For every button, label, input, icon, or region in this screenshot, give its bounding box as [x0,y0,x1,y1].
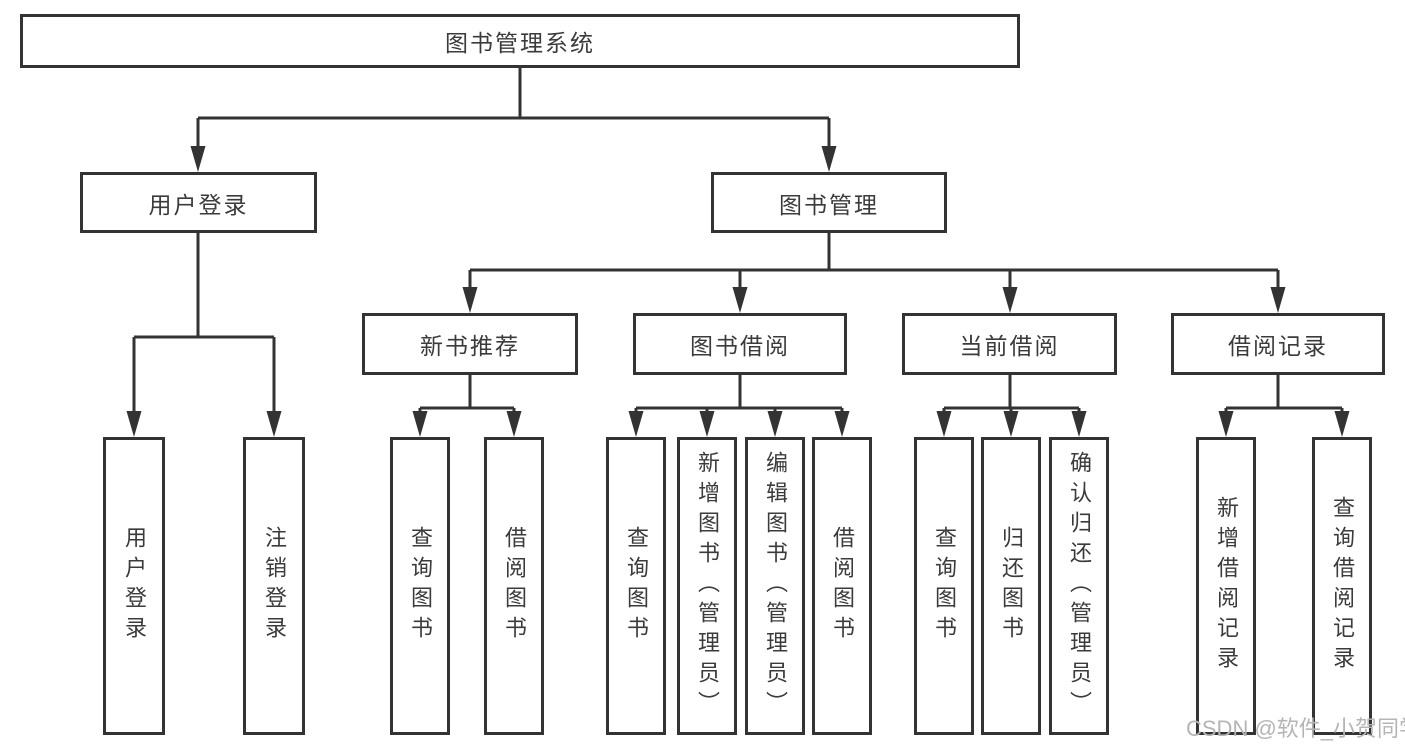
connector-root-to-level2 [196,68,831,150]
node-borrow-records: 借阅记录 [1171,313,1385,375]
connector-book-borrow-to-leaves [634,375,844,415]
arrowhead-icon [628,411,644,437]
leaf-records-add-record: 新增借阅记录 [1196,437,1256,735]
connector-borrow-records-to-leaves [1224,375,1344,415]
node-book-borrowing: 图书借阅 [633,313,847,375]
connector-user-login-to-leaves [132,233,276,415]
arrowhead-icon [1218,411,1234,437]
connector-current-borrow-to-leaves [942,375,1081,415]
arrowhead-icon [1334,411,1350,437]
node-user-login: 用户登录 [80,172,317,233]
arrowhead-icon [732,287,748,313]
arrowhead-icon [462,287,478,313]
arrowhead-icon [266,411,282,437]
leaf-newbook-borrow-books: 借阅图书 [484,437,544,735]
arrowhead-icon [1270,287,1286,313]
arrowhead-icon [1071,411,1087,437]
leaf-borrowing-edit-books-admin: 编辑图书（管理员） [745,437,805,735]
node-root-system: 图书管理系统 [20,14,1020,68]
leaf-borrowing-borrow-books: 借阅图书 [812,437,872,735]
arrowhead-icon [699,411,715,437]
node-new-book-recommend: 新书推荐 [362,313,578,375]
leaf-records-query-record: 查询借阅记录 [1312,437,1372,735]
node-current-borrowing: 当前借阅 [902,313,1117,375]
leaf-borrowing-add-books-admin: 新增图书（管理员） [677,437,737,735]
arrowhead-icon [1003,411,1019,437]
arrowhead-icon [126,411,142,437]
leaf-newbook-query-books: 查询图书 [390,437,450,735]
arrowhead-icon [1002,287,1018,313]
leaf-current-confirm-return-admin: 确认归还（管理员） [1049,437,1109,735]
leaf-current-return-books: 归还图书 [981,437,1041,735]
connector-book-mgmt-to-level3 [468,233,1280,291]
leaf-borrowing-query-books: 查询图书 [606,437,666,735]
arrowhead-icon [412,411,428,437]
leaf-user-login: 用户登录 [103,437,165,735]
leaf-current-query-books: 查询图书 [914,437,974,735]
arrowhead-icon [506,411,522,437]
arrowhead-icon [821,146,837,172]
watermark: CSDN @软件_小贺同学 [1186,716,1405,741]
connector-new-book-to-leaves [418,375,516,415]
arrowhead-icon [936,411,952,437]
leaf-logout: 注销登录 [243,437,305,735]
node-book-management: 图书管理 [711,172,947,233]
arrowhead-icon [834,411,850,437]
arrowhead-icon [190,146,206,172]
arrowhead-icon [767,411,783,437]
